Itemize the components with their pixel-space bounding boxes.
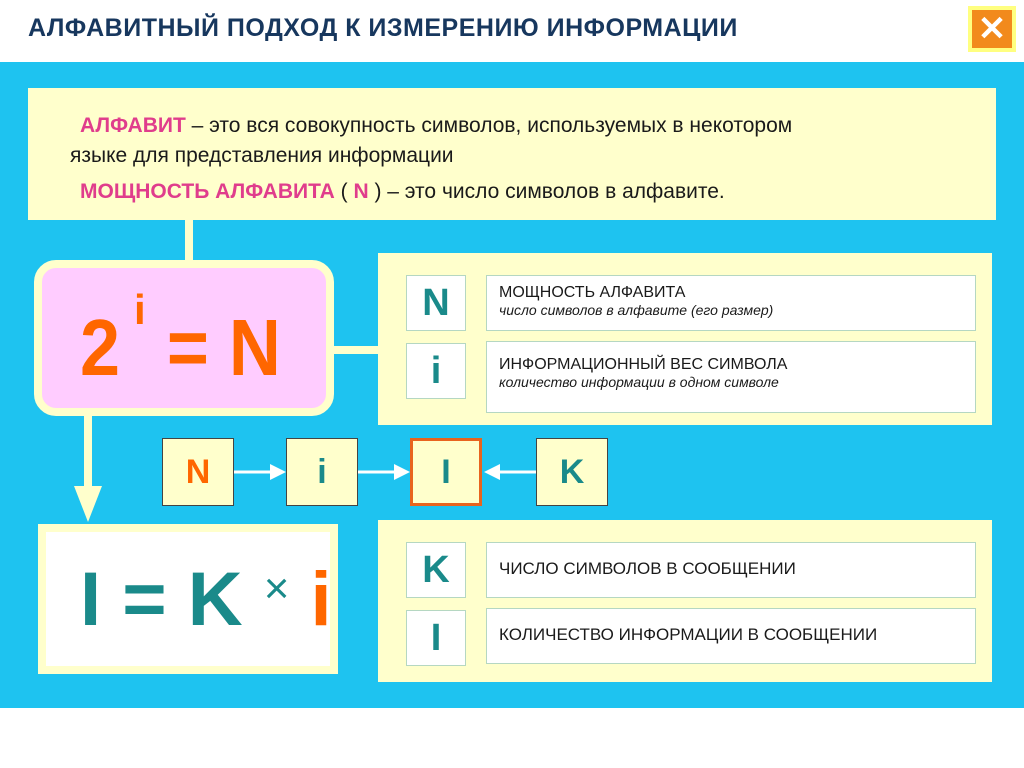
- power-definition: МОЩНОСТЬ АЛФАВИТА ( N ) – это число симв…: [80, 180, 725, 204]
- alphabet-definition-cont: языке для представления информации: [70, 144, 454, 167]
- legend-symbol-n: N: [406, 275, 466, 331]
- power-text: ) – это число символов в алфавите.: [368, 180, 725, 203]
- chain-big-i: I: [410, 438, 482, 506]
- legend-symbol-k: K: [406, 542, 466, 598]
- formula-times: ×: [263, 564, 290, 613]
- legend-message: K ЧИСЛО СИМВОЛОВ В СООБЩЕНИИ I КОЛИЧЕСТВ…: [378, 520, 992, 682]
- legend-desc-n: МОЩНОСТЬ АЛФАВИТА число символов в алфав…: [486, 275, 976, 331]
- formula-information-text: I = K × i: [80, 556, 332, 643]
- page-title: АЛФАВИТНЫЙ ПОДХОД К ИЗМЕРЕНИЮ ИНФОРМАЦИИ: [28, 14, 738, 42]
- alphabet-definition: АЛФАВИТ – это вся совокупность символов,…: [80, 114, 792, 138]
- legend-title-big-i: КОЛИЧЕСТВО ИНФОРМАЦИИ В СООБЩЕНИИ: [499, 625, 878, 644]
- chain-n: N: [162, 438, 234, 506]
- formula-power: 2 = N i: [34, 260, 334, 416]
- formula-information: I = K × i: [38, 524, 338, 674]
- legend-desc-k: ЧИСЛО СИМВОЛОВ В СООБЩЕНИИ: [486, 542, 976, 598]
- legend-symbol-big-i: I: [406, 610, 466, 666]
- formula-lhs: I = K: [80, 557, 264, 642]
- formula-rhs: i: [289, 557, 332, 642]
- legend-title-n: МОЩНОСТЬ АЛФАВИТА: [499, 284, 686, 301]
- power-open: (: [334, 180, 354, 203]
- legend-power: N МОЩНОСТЬ АЛФАВИТА число символов в алф…: [378, 253, 992, 425]
- legend-desc-i: ИНФОРМАЦИОННЫЙ ВЕС СИМВОЛА количество ин…: [486, 341, 976, 413]
- formula-base: 2: [80, 303, 121, 392]
- legend-title-i: ИНФОРМАЦИОННЫЙ ВЕС СИМВОЛА: [499, 356, 788, 373]
- alphabet-term: АЛФАВИТ: [80, 114, 186, 137]
- power-term: МОЩНОСТЬ АЛФАВИТА: [80, 180, 335, 203]
- definitions-box: АЛФАВИТ – это вся совокупность символов,…: [28, 88, 996, 220]
- legend-title-k: ЧИСЛО СИМВОЛОВ В СООБЩЕНИИ: [499, 559, 796, 578]
- chain-k: K: [536, 438, 608, 506]
- legend-subtitle-i: количество информации в одном символе: [499, 374, 779, 390]
- connector-formula-to-legend: [330, 346, 380, 354]
- formula-rest: = N: [166, 303, 281, 392]
- formula-exponent: i: [134, 286, 146, 333]
- legend-symbol-i: i: [406, 343, 466, 399]
- connector-def-to-formula: [185, 220, 193, 264]
- close-button[interactable]: ✕: [968, 6, 1016, 52]
- chain-i: i: [286, 438, 358, 506]
- legend-desc-big-i: КОЛИЧЕСТВО ИНФОРМАЦИИ В СООБЩЕНИИ: [486, 608, 976, 664]
- alphabet-text: – это вся совокупность символов, использ…: [185, 114, 793, 137]
- close-icon[interactable]: ✕: [972, 10, 1012, 48]
- formula-power-text: 2 = N: [80, 302, 281, 394]
- legend-subtitle-n: число символов в алфавите (его размер): [499, 302, 774, 318]
- power-symbol: N: [353, 180, 369, 203]
